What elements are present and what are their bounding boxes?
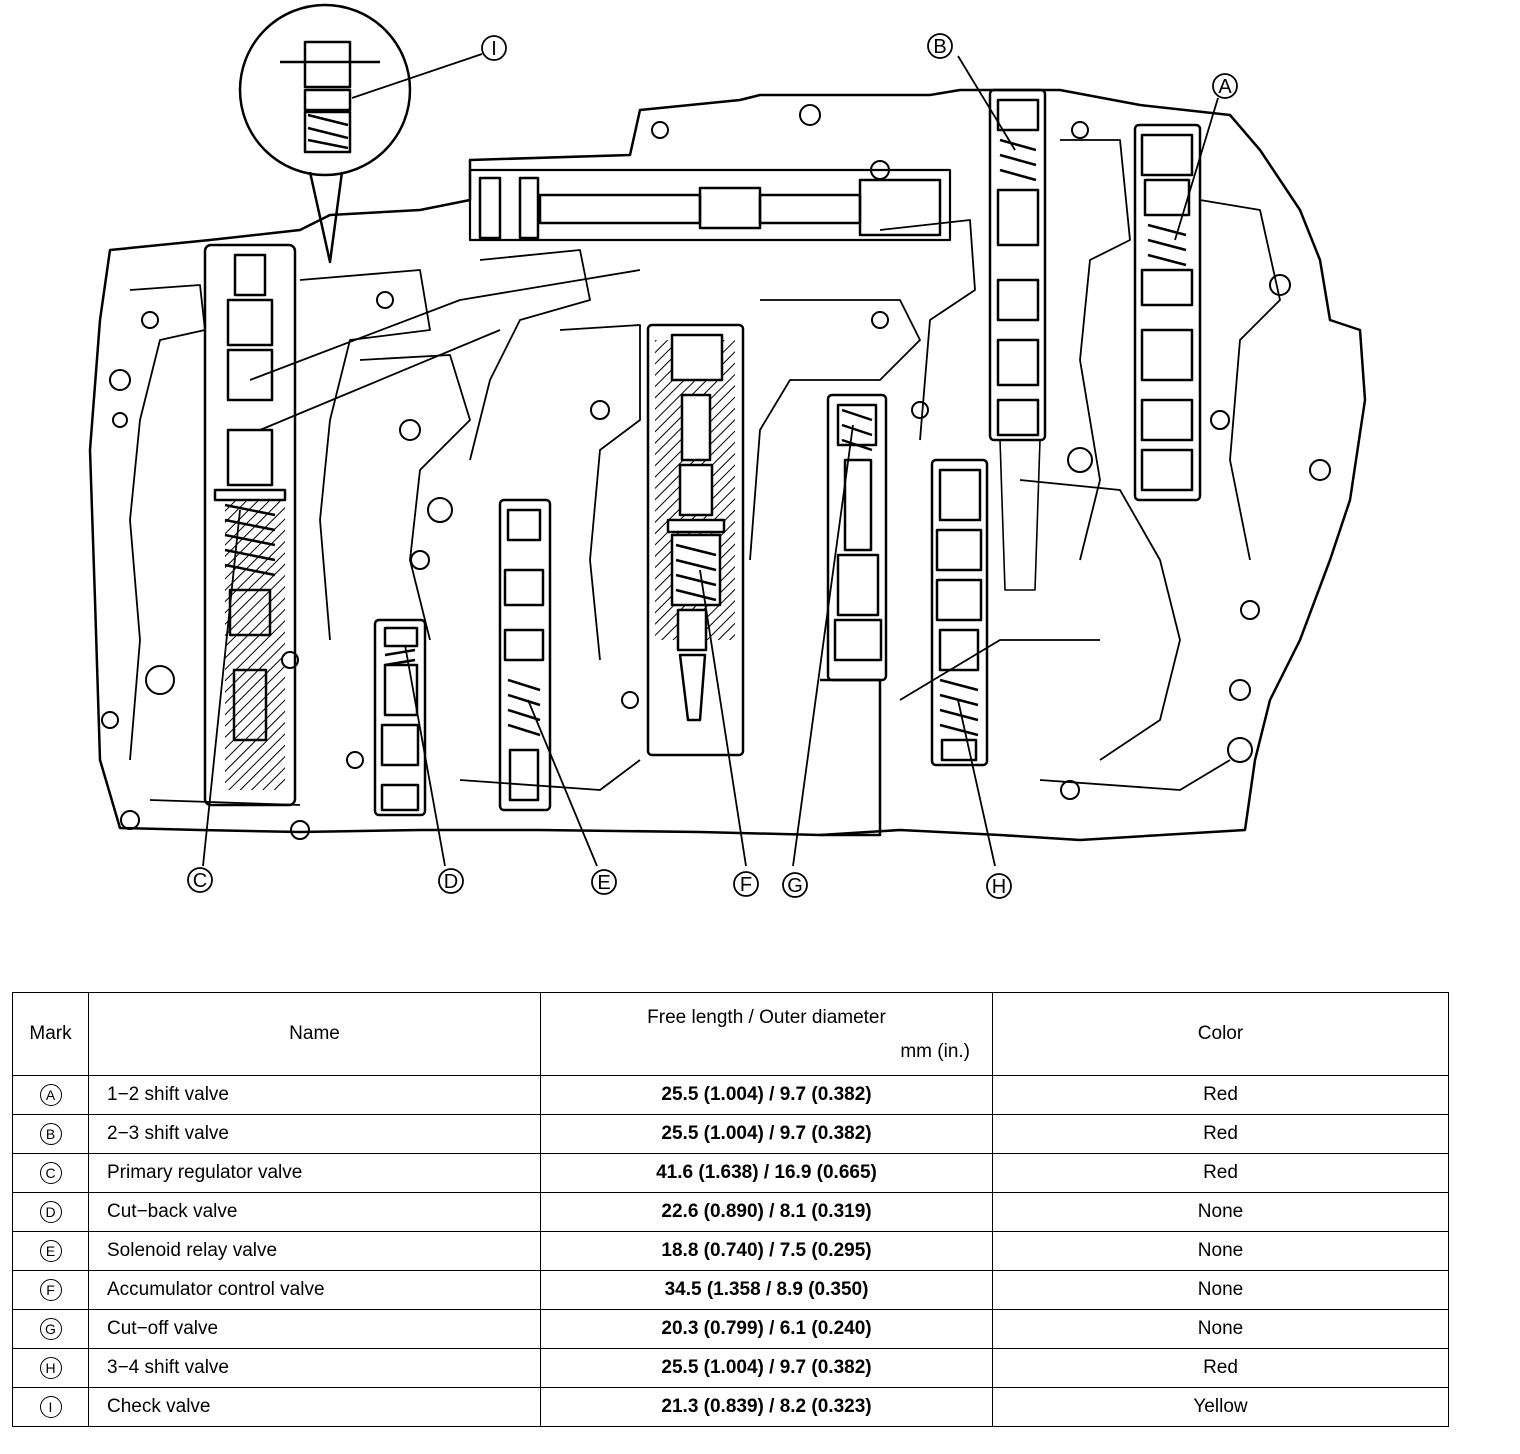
table-header-row: Mark Name Free length / Outer diameter m… [12, 992, 1449, 1076]
row-name: Cut−off valve [88, 1309, 541, 1349]
svg-text:B: B [933, 36, 946, 58]
svg-text:E: E [597, 872, 610, 894]
row-name: Solenoid relay valve [88, 1231, 541, 1271]
callout-f: F [733, 871, 759, 897]
header-free-length-label: Free length / Outer diameter [647, 1007, 886, 1028]
row-mark: H [39, 1357, 62, 1379]
spring-spec-table: Mark Name Free length / Outer diameter m… [12, 992, 1449, 1427]
valve-e [498, 498, 552, 812]
table-row: B 2−3 shift valve 25.5 (1.004) / 9.7 (0.… [12, 1114, 1449, 1154]
svg-text:D: D [444, 871, 458, 893]
row-value: 41.6 (1.638) / 16.9 (0.665) [540, 1153, 993, 1193]
row-mark: D [39, 1201, 62, 1223]
row-value: 21.3 (0.839) / 8.2 (0.323) [540, 1387, 993, 1427]
table-row: F Accumulator control valve 34.5 (1.358 … [12, 1270, 1449, 1310]
header-free-length: Free length / Outer diameter mm (in.) [540, 992, 993, 1076]
row-name: Check valve [88, 1387, 541, 1427]
row-mark: I [39, 1396, 62, 1418]
row-name: 2−3 shift valve [88, 1114, 541, 1154]
row-color: Red [992, 1114, 1449, 1154]
callout-g: G [782, 872, 808, 898]
row-value: 18.8 (0.740) / 7.5 (0.295) [540, 1231, 993, 1271]
svg-text:G: G [787, 875, 803, 897]
svg-text:A: A [1218, 76, 1232, 98]
row-name: Cut−back valve [88, 1192, 541, 1232]
callout-c: C [187, 867, 213, 893]
row-mark: B [39, 1123, 62, 1145]
row-value: 25.5 (1.004) / 9.7 (0.382) [540, 1348, 993, 1388]
row-color: None [992, 1231, 1449, 1271]
valve-body-diagram: I B A C D E F G H [88, 3, 1367, 899]
callout-d: D [438, 868, 464, 894]
valve-a [1133, 123, 1202, 502]
row-mark: E [39, 1240, 62, 1262]
svg-text:H: H [992, 876, 1006, 898]
row-name: 1−2 shift valve [88, 1075, 541, 1115]
valve-h [930, 458, 989, 767]
svg-text:C: C [193, 870, 207, 892]
valve-c [203, 243, 297, 807]
row-color: Red [992, 1075, 1449, 1115]
callout-b: B [927, 33, 953, 59]
row-color: None [992, 1192, 1449, 1232]
table-row: H 3−4 shift valve 25.5 (1.004) / 9.7 (0.… [12, 1348, 1449, 1388]
callout-i: I [481, 35, 507, 61]
row-color: Yellow [992, 1387, 1449, 1427]
table-row: I Check valve 21.3 (0.839) / 8.2 (0.323)… [12, 1387, 1449, 1427]
valve-f [646, 323, 745, 757]
table-row: D Cut−back valve 22.6 (0.890) / 8.1 (0.3… [12, 1192, 1449, 1232]
header-color: Color [992, 992, 1449, 1076]
check-valve-detail-circle [238, 3, 412, 177]
row-value: 20.3 (0.799) / 6.1 (0.240) [540, 1309, 993, 1349]
row-value: 25.5 (1.004) / 9.7 (0.382) [540, 1114, 993, 1154]
header-mark: Mark [12, 992, 89, 1076]
row-name: Primary regulator valve [88, 1153, 541, 1193]
row-color: None [992, 1309, 1449, 1349]
row-mark: G [39, 1318, 62, 1340]
row-value: 22.6 (0.890) / 8.1 (0.319) [540, 1192, 993, 1232]
table-row: G Cut−off valve 20.3 (0.799) / 6.1 (0.24… [12, 1309, 1449, 1349]
header-units-label: mm (in.) [900, 1041, 970, 1062]
valve-g [826, 393, 888, 682]
header-name: Name [88, 992, 541, 1076]
callout-e: E [591, 869, 617, 895]
callout-a: A [1212, 73, 1238, 99]
row-color: Red [992, 1153, 1449, 1193]
table-row: C Primary regulator valve 41.6 (1.638) /… [12, 1153, 1449, 1193]
row-mark: C [39, 1162, 62, 1184]
row-value: 34.5 (1.358 / 8.9 (0.350) [540, 1270, 993, 1310]
table-row: A 1−2 shift valve 25.5 (1.004) / 9.7 (0.… [12, 1075, 1449, 1115]
row-value: 25.5 (1.004) / 9.7 (0.382) [540, 1075, 993, 1115]
row-name: 3−4 shift valve [88, 1348, 541, 1388]
row-mark: F [39, 1279, 62, 1301]
row-color: None [992, 1270, 1449, 1310]
valve-b [988, 88, 1047, 442]
table-row: E Solenoid relay valve 18.8 (0.740) / 7.… [12, 1231, 1449, 1271]
row-color: Red [992, 1348, 1449, 1388]
row-name: Accumulator control valve [88, 1270, 541, 1310]
svg-text:I: I [491, 38, 497, 60]
valve-body-outline [88, 88, 1367, 842]
row-mark: A [39, 1084, 62, 1106]
callout-h: H [986, 873, 1012, 899]
svg-text:F: F [740, 874, 752, 896]
valve-d [373, 618, 427, 817]
